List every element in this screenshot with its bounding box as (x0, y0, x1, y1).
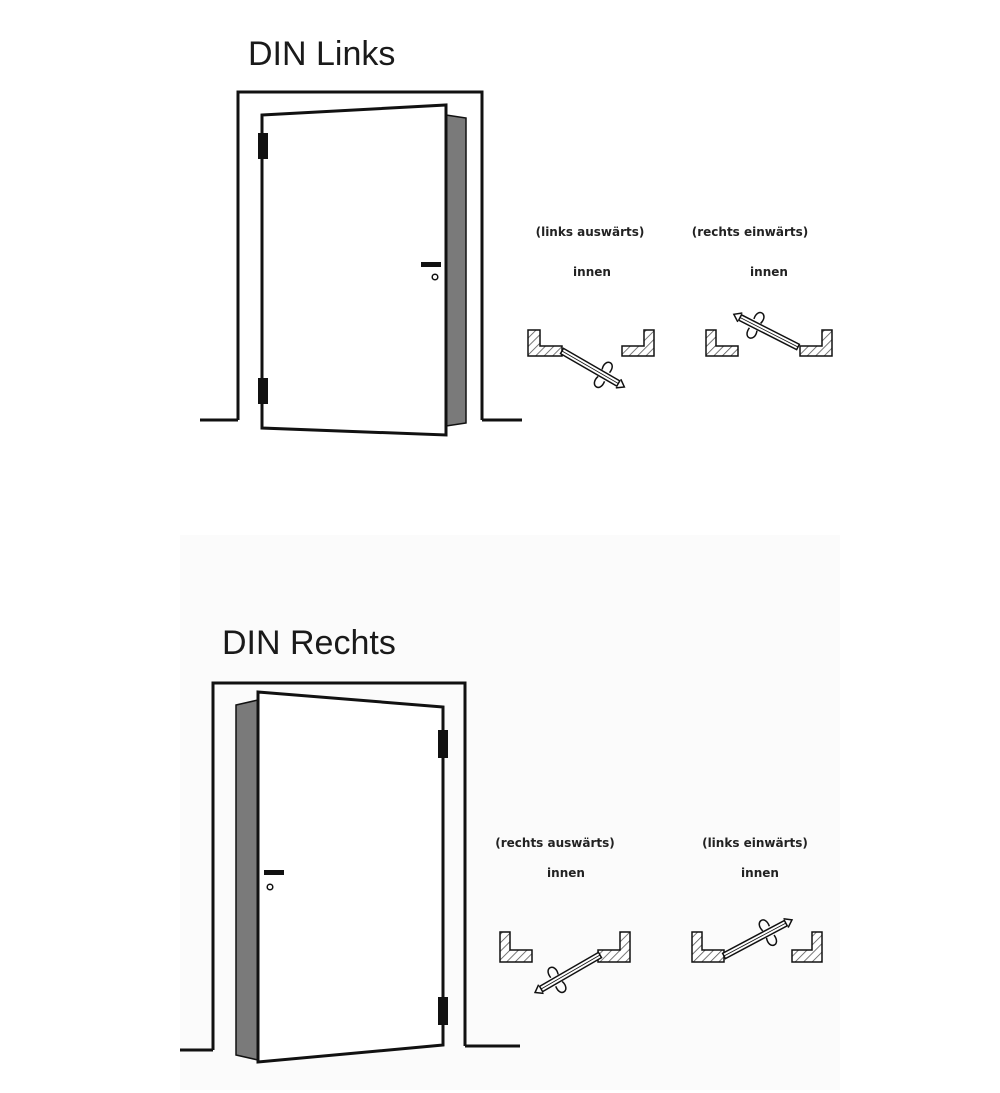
door-leaf (260, 103, 448, 437)
hinge-bottom (438, 997, 448, 1025)
door-frame (236, 90, 484, 420)
label-rechts-auswaerts: (rechts auswärts) (495, 836, 615, 850)
plan-links-auswaerts (527, 329, 655, 389)
door-leaf (256, 690, 445, 1064)
door-leaf-swing (732, 311, 801, 351)
door-edge (445, 114, 467, 427)
door-handle (421, 262, 441, 267)
label-links-einwaerts: (links einwärts) (702, 836, 808, 850)
plan-rechts-auswaerts (499, 931, 631, 995)
frame-profile-left (705, 329, 739, 357)
door-handle-icon (758, 919, 778, 947)
din-links-door (200, 90, 522, 437)
door-edge (235, 699, 259, 1061)
door-handle (264, 870, 284, 875)
frame-profile-right (597, 931, 631, 963)
door-handle-icon (547, 966, 567, 994)
door-handle-icon (593, 361, 613, 389)
frame-profile-right (621, 329, 655, 357)
title-din-links: DIN Links (248, 35, 396, 73)
label-links-auswaerts: (links auswärts) (535, 225, 645, 239)
frame-profile-left (527, 329, 563, 357)
label-rechts-einwaerts: (rechts einwärts) (691, 225, 809, 239)
hinge-bottom (258, 378, 268, 404)
door-leaf-swing (559, 347, 626, 389)
frame-profile-right (791, 931, 823, 963)
hinge-top (258, 133, 268, 159)
door-leaf-swing (533, 951, 603, 995)
keyhole (266, 883, 274, 891)
label-innen: innen (750, 265, 788, 279)
title-din-rechts: DIN Rechts (222, 624, 396, 662)
plan-rechts-einwaerts (705, 311, 833, 357)
label-innen: innen (741, 866, 779, 880)
door-handle-icon (746, 311, 765, 339)
hinge-top (438, 730, 448, 758)
din-rechts-door (180, 681, 520, 1064)
door-leaf-swing (721, 917, 794, 960)
plan-links-einwaerts (691, 917, 823, 963)
label-innen: innen (573, 265, 611, 279)
frame-profile-left (499, 931, 533, 963)
label-innen: innen (547, 866, 585, 880)
keyhole (431, 273, 439, 281)
frame-profile-right (799, 329, 833, 357)
door-frame (211, 681, 467, 1050)
frame-profile-left (691, 931, 725, 963)
